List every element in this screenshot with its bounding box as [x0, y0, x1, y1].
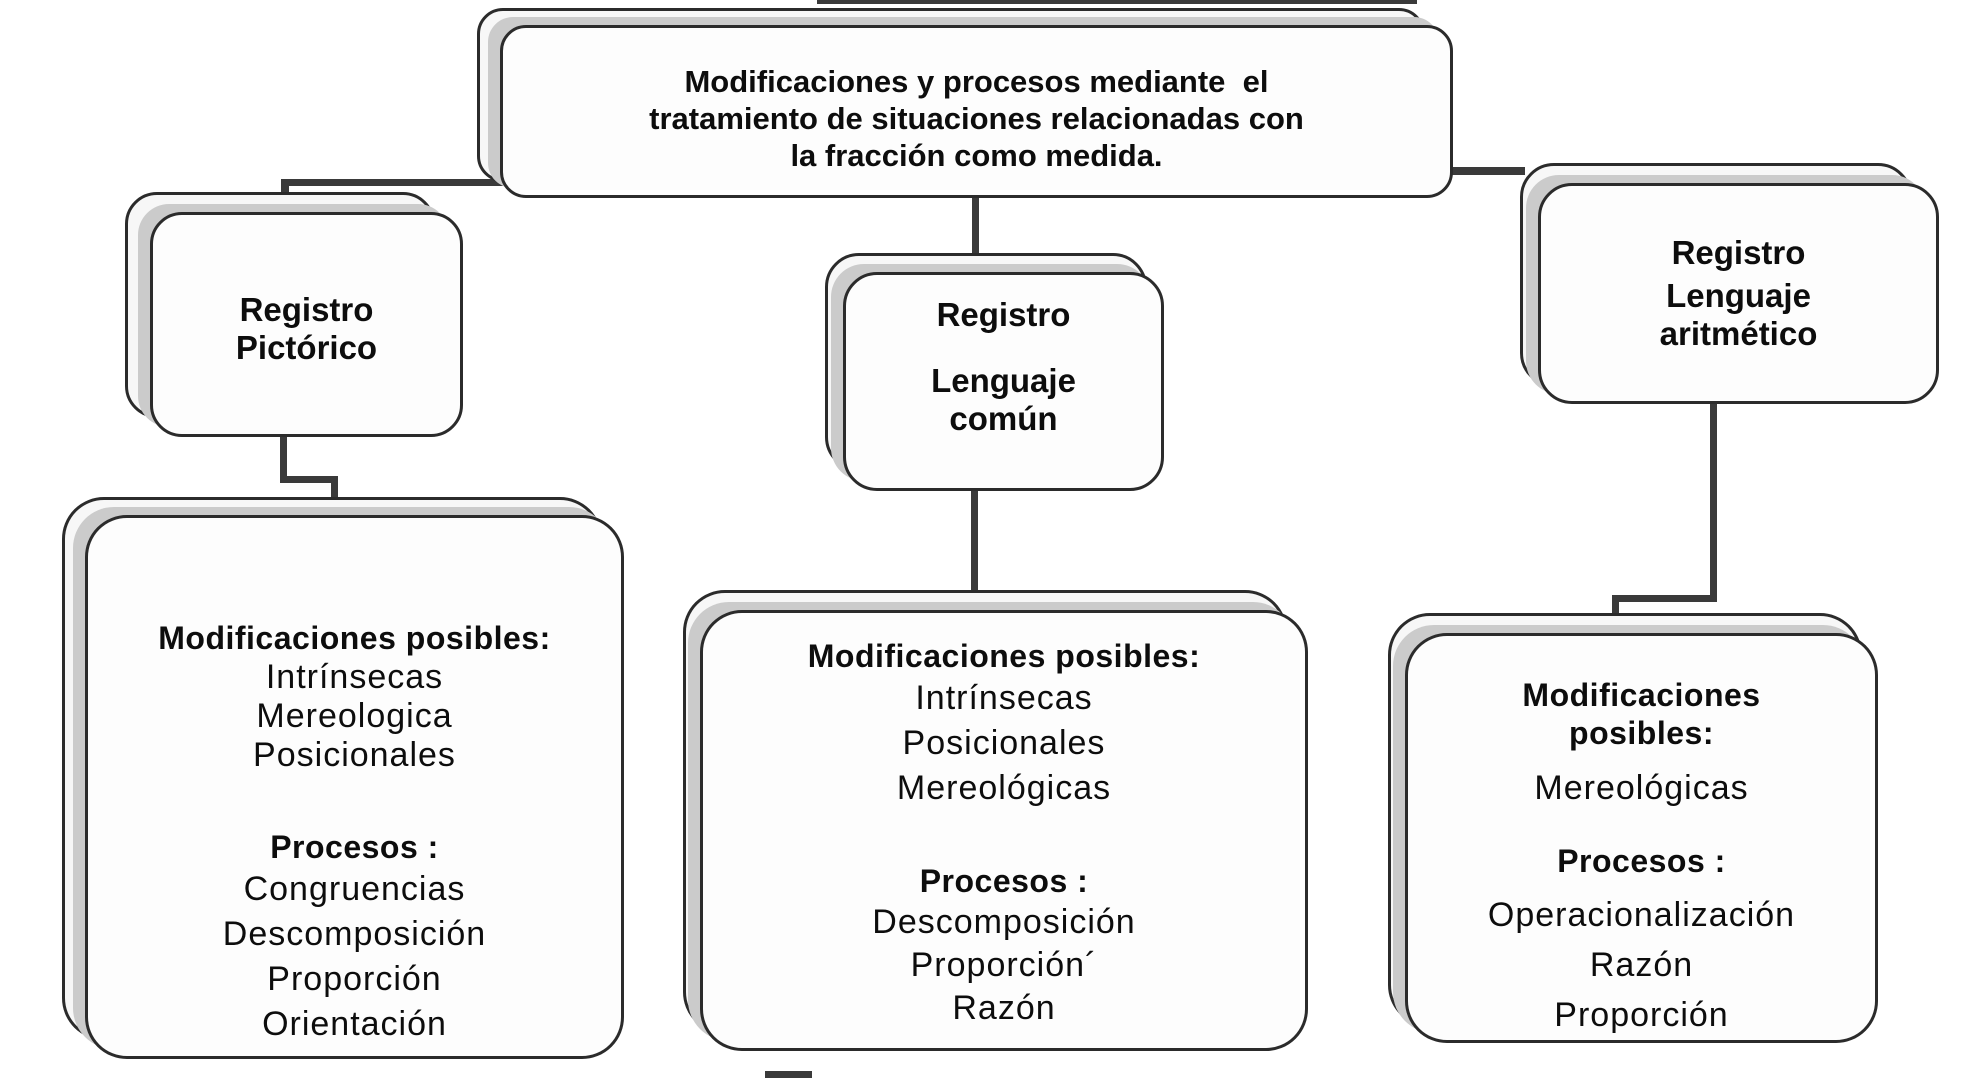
detail-aritmetico-spacer — [1408, 811, 1875, 841]
registro-comun-title: Registro Lenguaje común — [931, 296, 1076, 438]
connector-root-to-aritmetico — [1448, 167, 1525, 175]
detail-pictorico-mod-item: Intrínsecas — [265, 658, 444, 696]
detail-pictorico-mod-item: Mereologica — [256, 697, 453, 735]
registro-pictorico-line-1: Registro — [239, 290, 374, 328]
connector-comun-down — [971, 487, 978, 597]
detail-comun-modificaciones-header: Modificaciones posibles: — [807, 638, 1201, 674]
registro-pictorico-line-2: Pictórico — [235, 328, 378, 366]
detail-aritmetico-box: Modificaciones posibles: Mereológicas Pr… — [1405, 633, 1878, 1043]
connector-root-to-comun — [972, 193, 979, 257]
registro-aritmetico-line-3: aritmético — [1659, 315, 1818, 352]
detail-pictorico-proc-item: Descomposición — [222, 915, 487, 953]
root-title-line-1: Modificaciones y procesos mediante el — [684, 64, 1269, 99]
connector-aritmetico-down-v2 — [1612, 595, 1619, 622]
detail-comun-proc-item: Razón — [952, 989, 1056, 1027]
registro-aritmetico-line-1: Registro — [1671, 234, 1806, 271]
detail-pictorico-proc-item: Orientación — [262, 1005, 447, 1043]
detail-comun-mod-item: Mereológicas — [896, 769, 1112, 807]
detail-comun-spacer — [703, 811, 1305, 861]
detail-pictorico-box: Modificaciones posibles: Intrínsecas Mer… — [85, 515, 624, 1059]
root-title-line-2: tratamiento de situaciones relacionadas … — [649, 101, 1304, 136]
top-edge-cropped-line — [817, 0, 1417, 4]
detail-pictorico-mod-item: Posicionales — [253, 736, 456, 774]
connector-pictorico-down-h — [280, 476, 338, 483]
registro-aritmetico-title: Registro Lenguaje aritmético — [1660, 234, 1818, 353]
root-title: Modificaciones y procesos mediante el tr… — [649, 49, 1304, 174]
detail-pictorico-modificaciones-header: Modificaciones posibles: — [158, 620, 551, 656]
registro-pictorico-title: Registro Pictórico — [236, 291, 377, 367]
detail-aritmetico-modificaciones-header-line-1: Modificaciones — [1522, 677, 1761, 713]
detail-comun-proc-item: Descomposición — [872, 903, 1136, 941]
detail-pictorico-procesos-header: Procesos : — [270, 829, 439, 865]
detail-pictorico-proc-item: Congruencias — [243, 870, 466, 908]
registro-comun-line-1: Registro — [936, 295, 1071, 333]
detail-comun-proc-item: Proporción´ — [910, 946, 1098, 984]
registro-comun-line-2: Lenguaje — [931, 361, 1076, 399]
detail-comun-box: Modificaciones posibles: Intrínsecas Pos… — [700, 610, 1308, 1051]
connector-pictorico-down-v1 — [280, 433, 287, 483]
detail-aritmetico-proc-item: Operacionalización — [1487, 896, 1796, 934]
root-title-line-3: la fracción como medida. — [790, 138, 1163, 173]
detail-aritmetico-proc-item: Proporción — [1554, 996, 1729, 1034]
detail-aritmetico-procesos-header: Procesos : — [1557, 843, 1726, 879]
connector-pictorico-down-v2 — [331, 476, 338, 504]
registro-aritmetico-line-2: Lenguaje — [1666, 277, 1811, 314]
detail-aritmetico-proc-item: Razón — [1589, 946, 1694, 984]
registro-comun-line-3: común — [949, 399, 1058, 437]
detail-aritmetico-mod-item: Mereológicas — [1534, 769, 1749, 807]
detail-aritmetico-modificaciones-header-line-2: posibles: — [1569, 715, 1714, 751]
registro-aritmetico-box: Registro Lenguaje aritmético — [1538, 183, 1939, 404]
connector-root-to-pictorico — [281, 179, 527, 186]
registro-pictorico-box: Registro Pictórico — [150, 212, 463, 437]
detail-comun-mod-item: Posicionales — [902, 724, 1106, 762]
detail-comun-mod-item: Intrínsecas — [915, 679, 1093, 717]
registro-comun-box: Registro Lenguaje común — [843, 272, 1164, 491]
detail-comun-procesos-header: Procesos : — [919, 863, 1089, 899]
detail-pictorico-spacer — [88, 775, 621, 827]
connector-aritmetico-down-v1 — [1710, 400, 1717, 602]
root-box: Modificaciones y procesos mediante el tr… — [500, 25, 1453, 198]
bottom-edge-cropped-mark — [765, 1071, 812, 1078]
connector-root-to-pictorico-end — [281, 179, 289, 193]
detail-pictorico-proc-item: Proporción — [267, 960, 442, 998]
connector-aritmetico-down-h — [1612, 595, 1717, 602]
